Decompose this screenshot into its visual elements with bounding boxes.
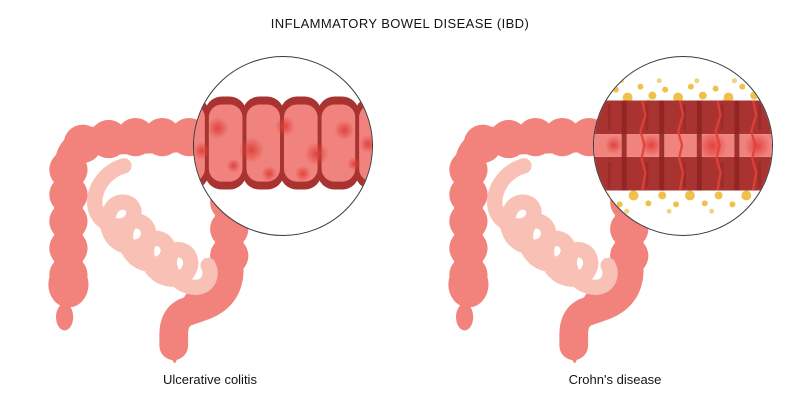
panel-label-crohns: Crohn's disease xyxy=(568,372,662,387)
wall-texture-lines xyxy=(607,104,762,188)
panel-label-ulcerative-colitis: Ulcerative colitis xyxy=(163,372,257,387)
zoom-circle-crohns xyxy=(593,56,773,236)
bowel-closeup-crohns xyxy=(594,78,772,214)
inflammation-spots xyxy=(604,131,771,161)
zoom-circle-ulcerative-colitis xyxy=(193,56,373,236)
inflammation-spots xyxy=(194,116,372,182)
page-title: INFLAMMATORY BOWEL DISEASE (IBD) xyxy=(270,16,530,31)
bowel-closeup-ulcerative xyxy=(194,96,372,190)
creeping-fat-dots-bottom xyxy=(601,190,764,214)
